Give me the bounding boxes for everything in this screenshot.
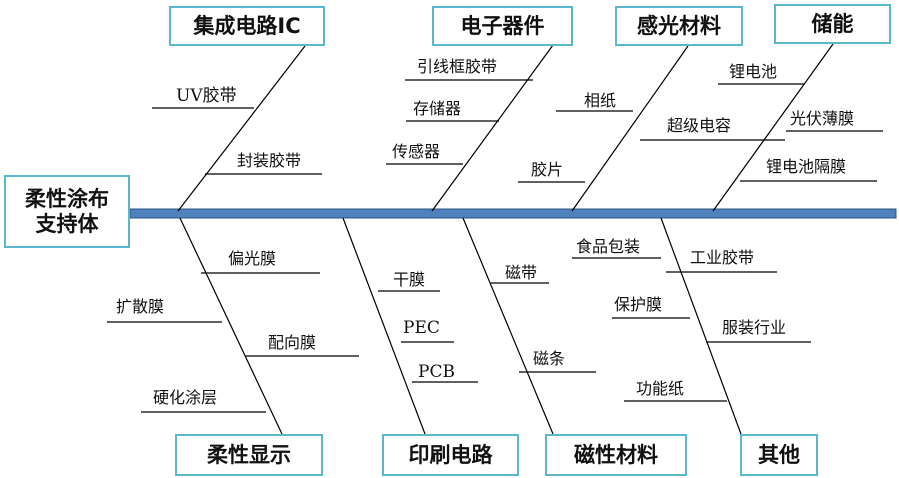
item-pec: PEC	[403, 318, 440, 338]
category-title: 磁性材料	[574, 442, 658, 467]
item-industrial-tape: 工业胶带	[690, 248, 755, 267]
category-box-electronic: 电子器件	[432, 6, 573, 46]
item-pcb: PCB	[418, 362, 455, 382]
spine-label-box: 柔性涂布支持体	[4, 175, 130, 248]
item-magnetic-tape: 磁带	[505, 263, 538, 282]
category-box-other: 其他	[740, 434, 818, 476]
category-box-pcb: 印刷电路	[382, 434, 519, 476]
item-packaging-tape: 封装胶带	[237, 151, 302, 170]
category-box-magnetic: 磁性材料	[545, 434, 687, 476]
item-sensor: 传感器	[392, 142, 441, 161]
spine-label: 柔性涂布支持体	[25, 187, 109, 236]
bone-magnetic	[462, 217, 554, 435]
category-title: 感光材料	[637, 13, 721, 38]
bone-photo	[571, 45, 689, 212]
item-apparel: 服装行业	[722, 318, 787, 337]
bone-ic	[177, 45, 306, 212]
bone-electronic	[431, 44, 554, 212]
category-box-energy: 储能	[774, 4, 891, 44]
item-alignment-film: 配向膜	[268, 333, 317, 352]
item-supercapacitor: 超级电容	[667, 116, 732, 135]
item-uv-tape: UV胶带	[176, 86, 237, 106]
bone-pcb	[342, 217, 426, 435]
item-lithium-battery: 锂电池	[729, 62, 778, 81]
spine-arrow	[129, 208, 897, 219]
item-magnetic-stripe: 磁条	[533, 349, 566, 368]
bone-energy	[712, 43, 834, 212]
category-title: 柔性显示	[207, 442, 291, 467]
item-memory: 存储器	[413, 99, 462, 118]
bone-display	[179, 217, 283, 435]
category-box-ic: 集成电路IC	[169, 6, 325, 46]
item-battery-separator: 锂电池隔膜	[766, 157, 847, 176]
category-title: 集成电路IC	[193, 13, 301, 38]
item-protective-film: 保护膜	[614, 295, 663, 314]
item-leadframe-tape: 引线框胶带	[417, 57, 498, 76]
item-food-packaging: 食品包装	[576, 237, 641, 256]
category-title: 储能	[811, 11, 854, 36]
item-diffuser: 扩散膜	[116, 297, 165, 316]
item-photo-paper: 相纸	[584, 91, 617, 110]
bone-other	[660, 217, 742, 435]
category-title: 其他	[758, 442, 800, 467]
category-title: 电子器件	[460, 13, 545, 38]
category-box-display: 柔性显示	[175, 434, 323, 476]
item-film: 胶片	[531, 160, 564, 179]
item-dry-film: 干膜	[393, 270, 426, 289]
item-hard-coat: 硬化涂层	[153, 388, 218, 407]
category-box-photosensitive: 感光材料	[615, 6, 743, 46]
item-pv-film: 光伏薄膜	[790, 109, 855, 128]
item-polarizer: 偏光膜	[228, 249, 277, 268]
category-title: 印刷电路	[408, 442, 493, 467]
item-functional-paper: 功能纸	[636, 379, 685, 398]
